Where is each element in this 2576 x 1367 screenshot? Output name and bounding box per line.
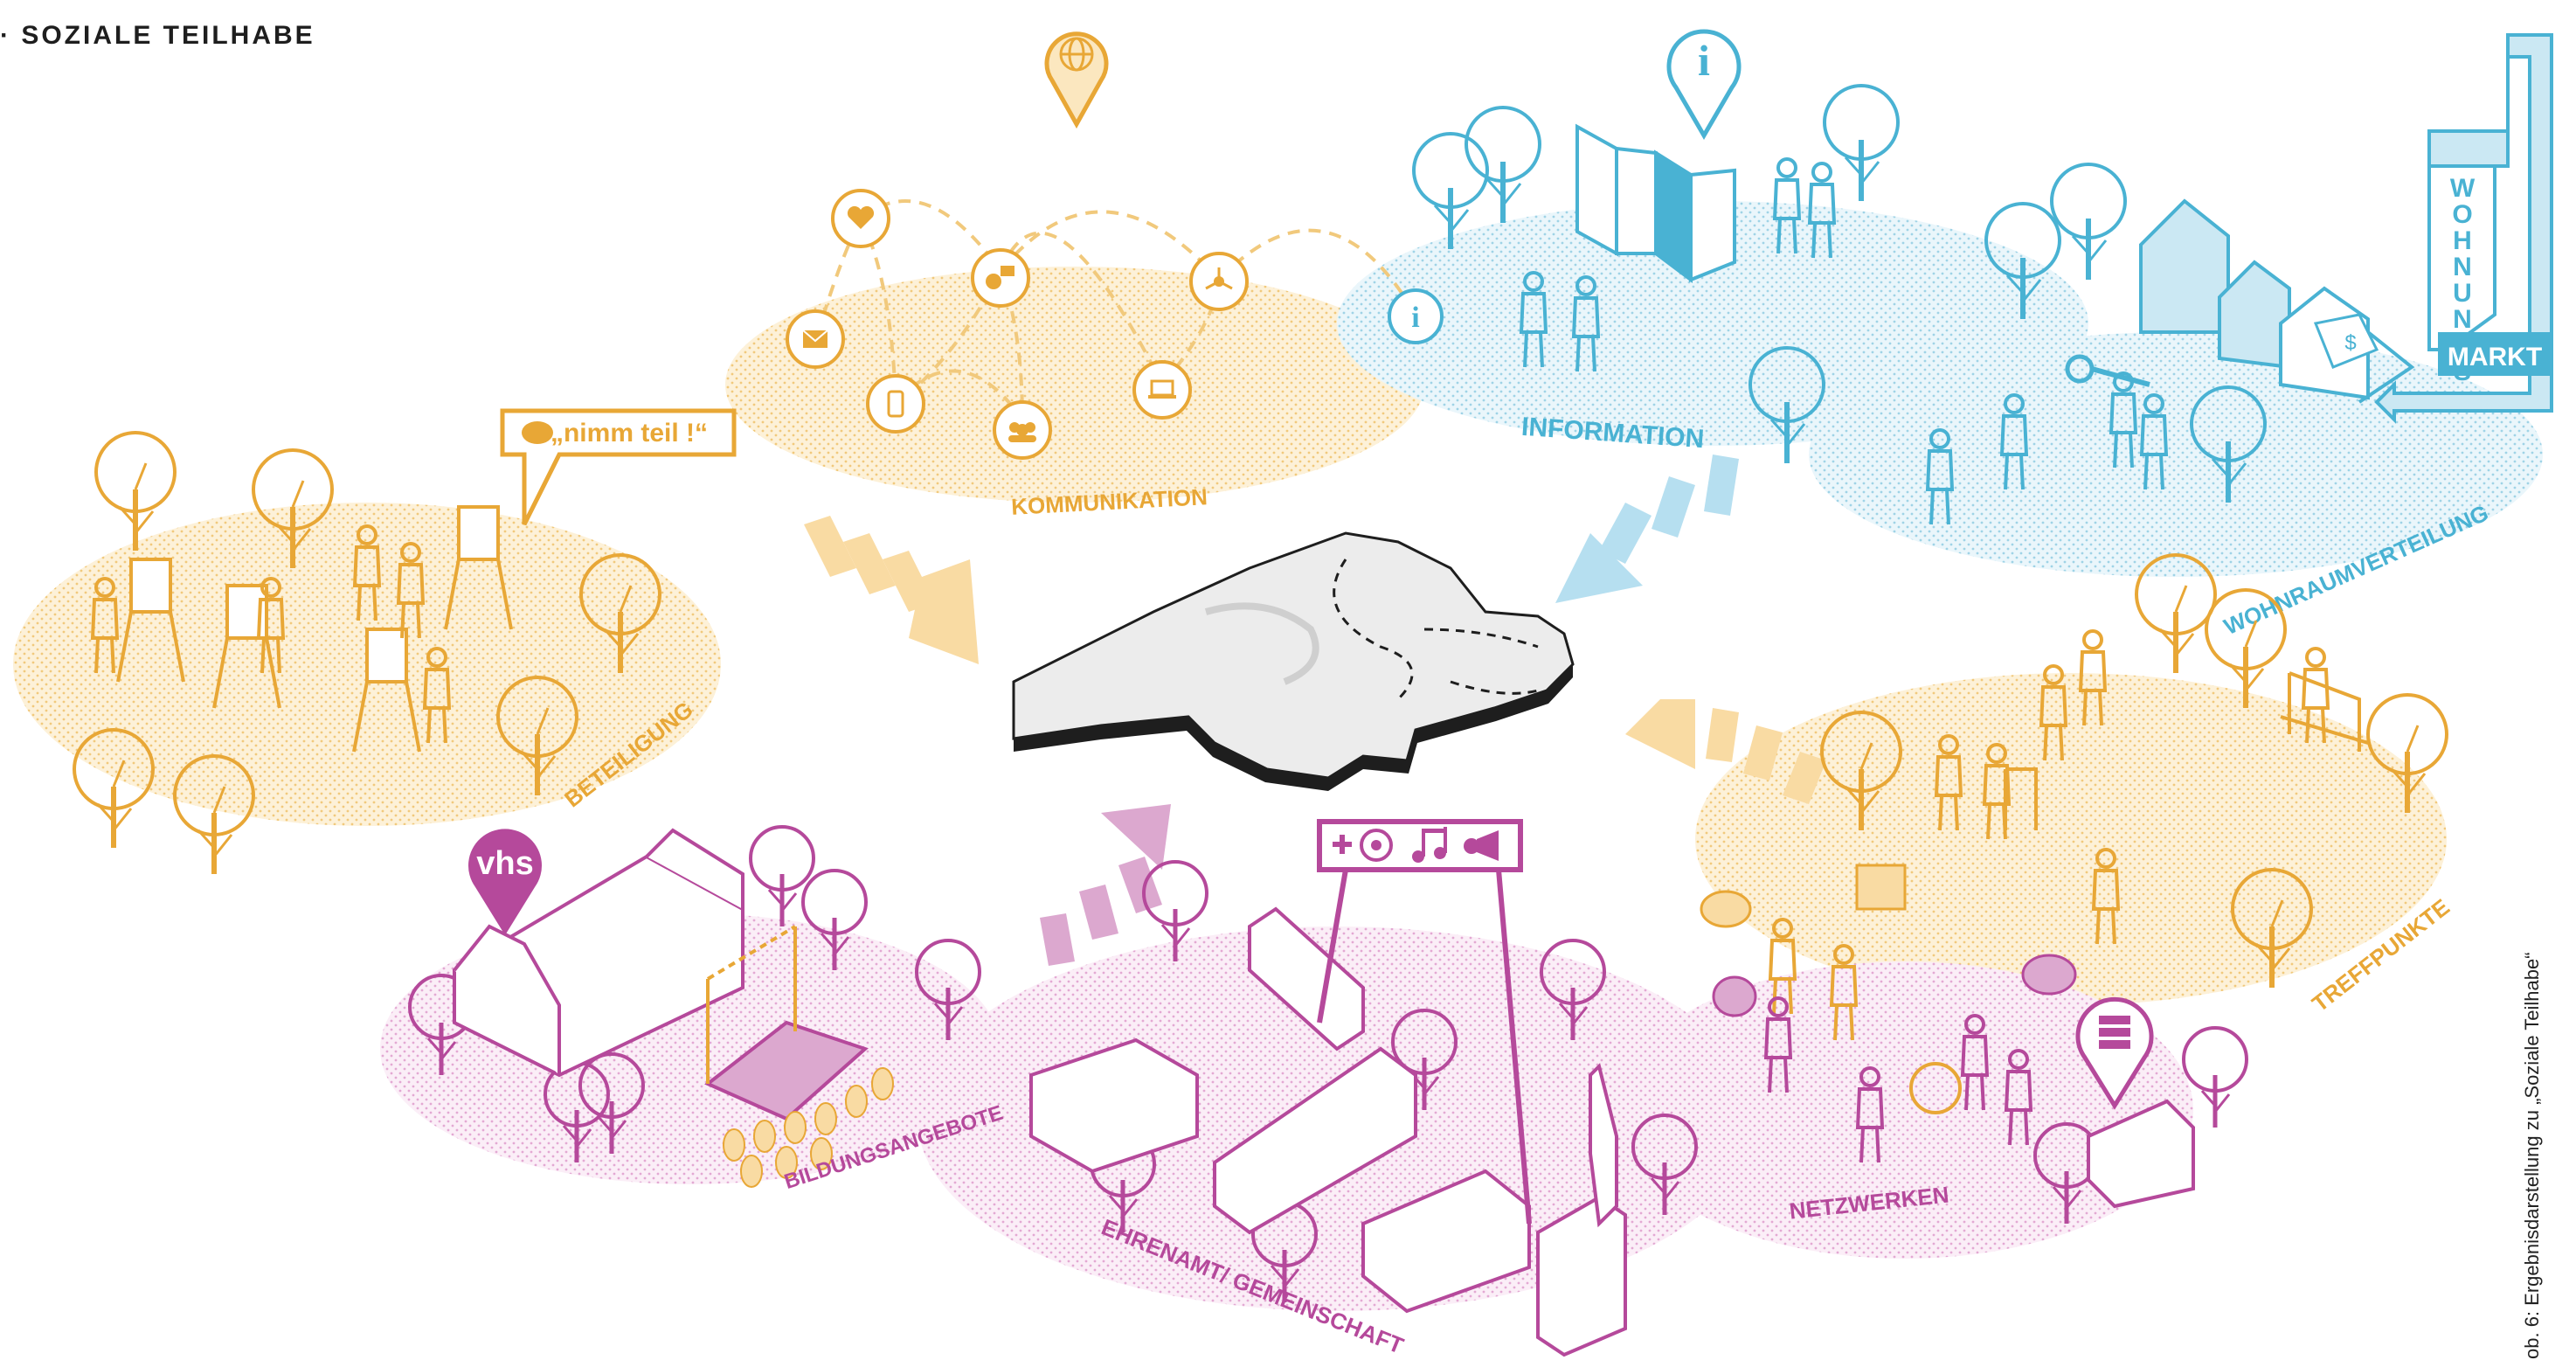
svg-text:W: W [2450,174,2476,203]
network-icon [1189,252,1249,311]
wohnungs-sign-text: W O H N U N G S [2450,174,2476,386]
books-pin-icon [2075,996,2154,1110]
treffpunkte-group [1822,555,2447,988]
laptop-icon [1132,360,1192,420]
speech-bubble-icon [1700,864,2077,1017]
markt-sign: MARKT [2448,343,2542,371]
svg-text:i: i [1411,302,1419,334]
netzwerken-area [1617,961,2193,1259]
arrow-sign-icon [2374,33,2553,424]
kommunikation-area [725,267,1424,503]
palette-icon [500,408,737,526]
wohnraum-group: $ [1926,33,2553,526]
page-title: · SOZIALE TEILHABE [0,21,315,50]
group-icon [993,400,1052,460]
football-icon [1360,829,1393,862]
easel-icon [116,505,513,753]
wheelchair-icon [1909,1062,1962,1114]
svg-text:O: O [2452,200,2472,229]
central-city-map [1012,531,1575,791]
arrow-beteiligung [804,516,979,664]
music-note-icon [1412,827,1447,863]
heart-icon [831,189,890,248]
stage-icon [704,925,869,1121]
bildung-group [410,827,980,1188]
ehrenamt-group [1029,819,1696,1357]
phone-icon [866,374,925,434]
info-icon: i [1388,288,1444,344]
key-icon [2065,354,2150,387]
svg-text:N: N [2453,305,2472,334]
nimm-teil-speech: „nimm teil !“ [551,419,708,448]
crowd-icon [723,1067,894,1188]
svg-text:H: H [2453,226,2472,255]
svg-text:G: G [2452,331,2472,360]
plus-icon [1333,835,1352,854]
megaphone-icon [1464,830,1499,861]
treffpunkte-area [1695,673,2447,1005]
building-icon [2087,1099,2195,1209]
svg-text:S: S [2454,357,2471,386]
chat-bubbles-icon [971,248,1030,308]
vhs-pin-icon [468,829,542,935]
school-building-icon [453,828,744,1078]
globe-pin-icon [1044,31,1109,129]
mail-icon [786,309,845,369]
arrow-bildung [1040,804,1171,966]
svg-text:$: $ [2344,331,2356,355]
apartment-block-icon [1029,906,1627,1357]
vhs-label: vhs [476,845,533,882]
price-tag-icon: $ [2313,313,2379,369]
beteiligung-group [74,408,737,874]
svg-text:i: i [1698,36,1710,85]
arrow-information [1555,455,1739,603]
svg-text:N: N [2453,253,2472,281]
walker-icon [2004,767,2038,830]
information-group: i [1414,29,1898,463]
info-pin-icon: i [1666,29,1742,140]
netzwerken-group [1700,864,2247,1224]
svg-text:U: U [2453,279,2472,308]
board-icon [1575,123,1736,283]
arrow-treffpunkte [1625,699,1826,804]
